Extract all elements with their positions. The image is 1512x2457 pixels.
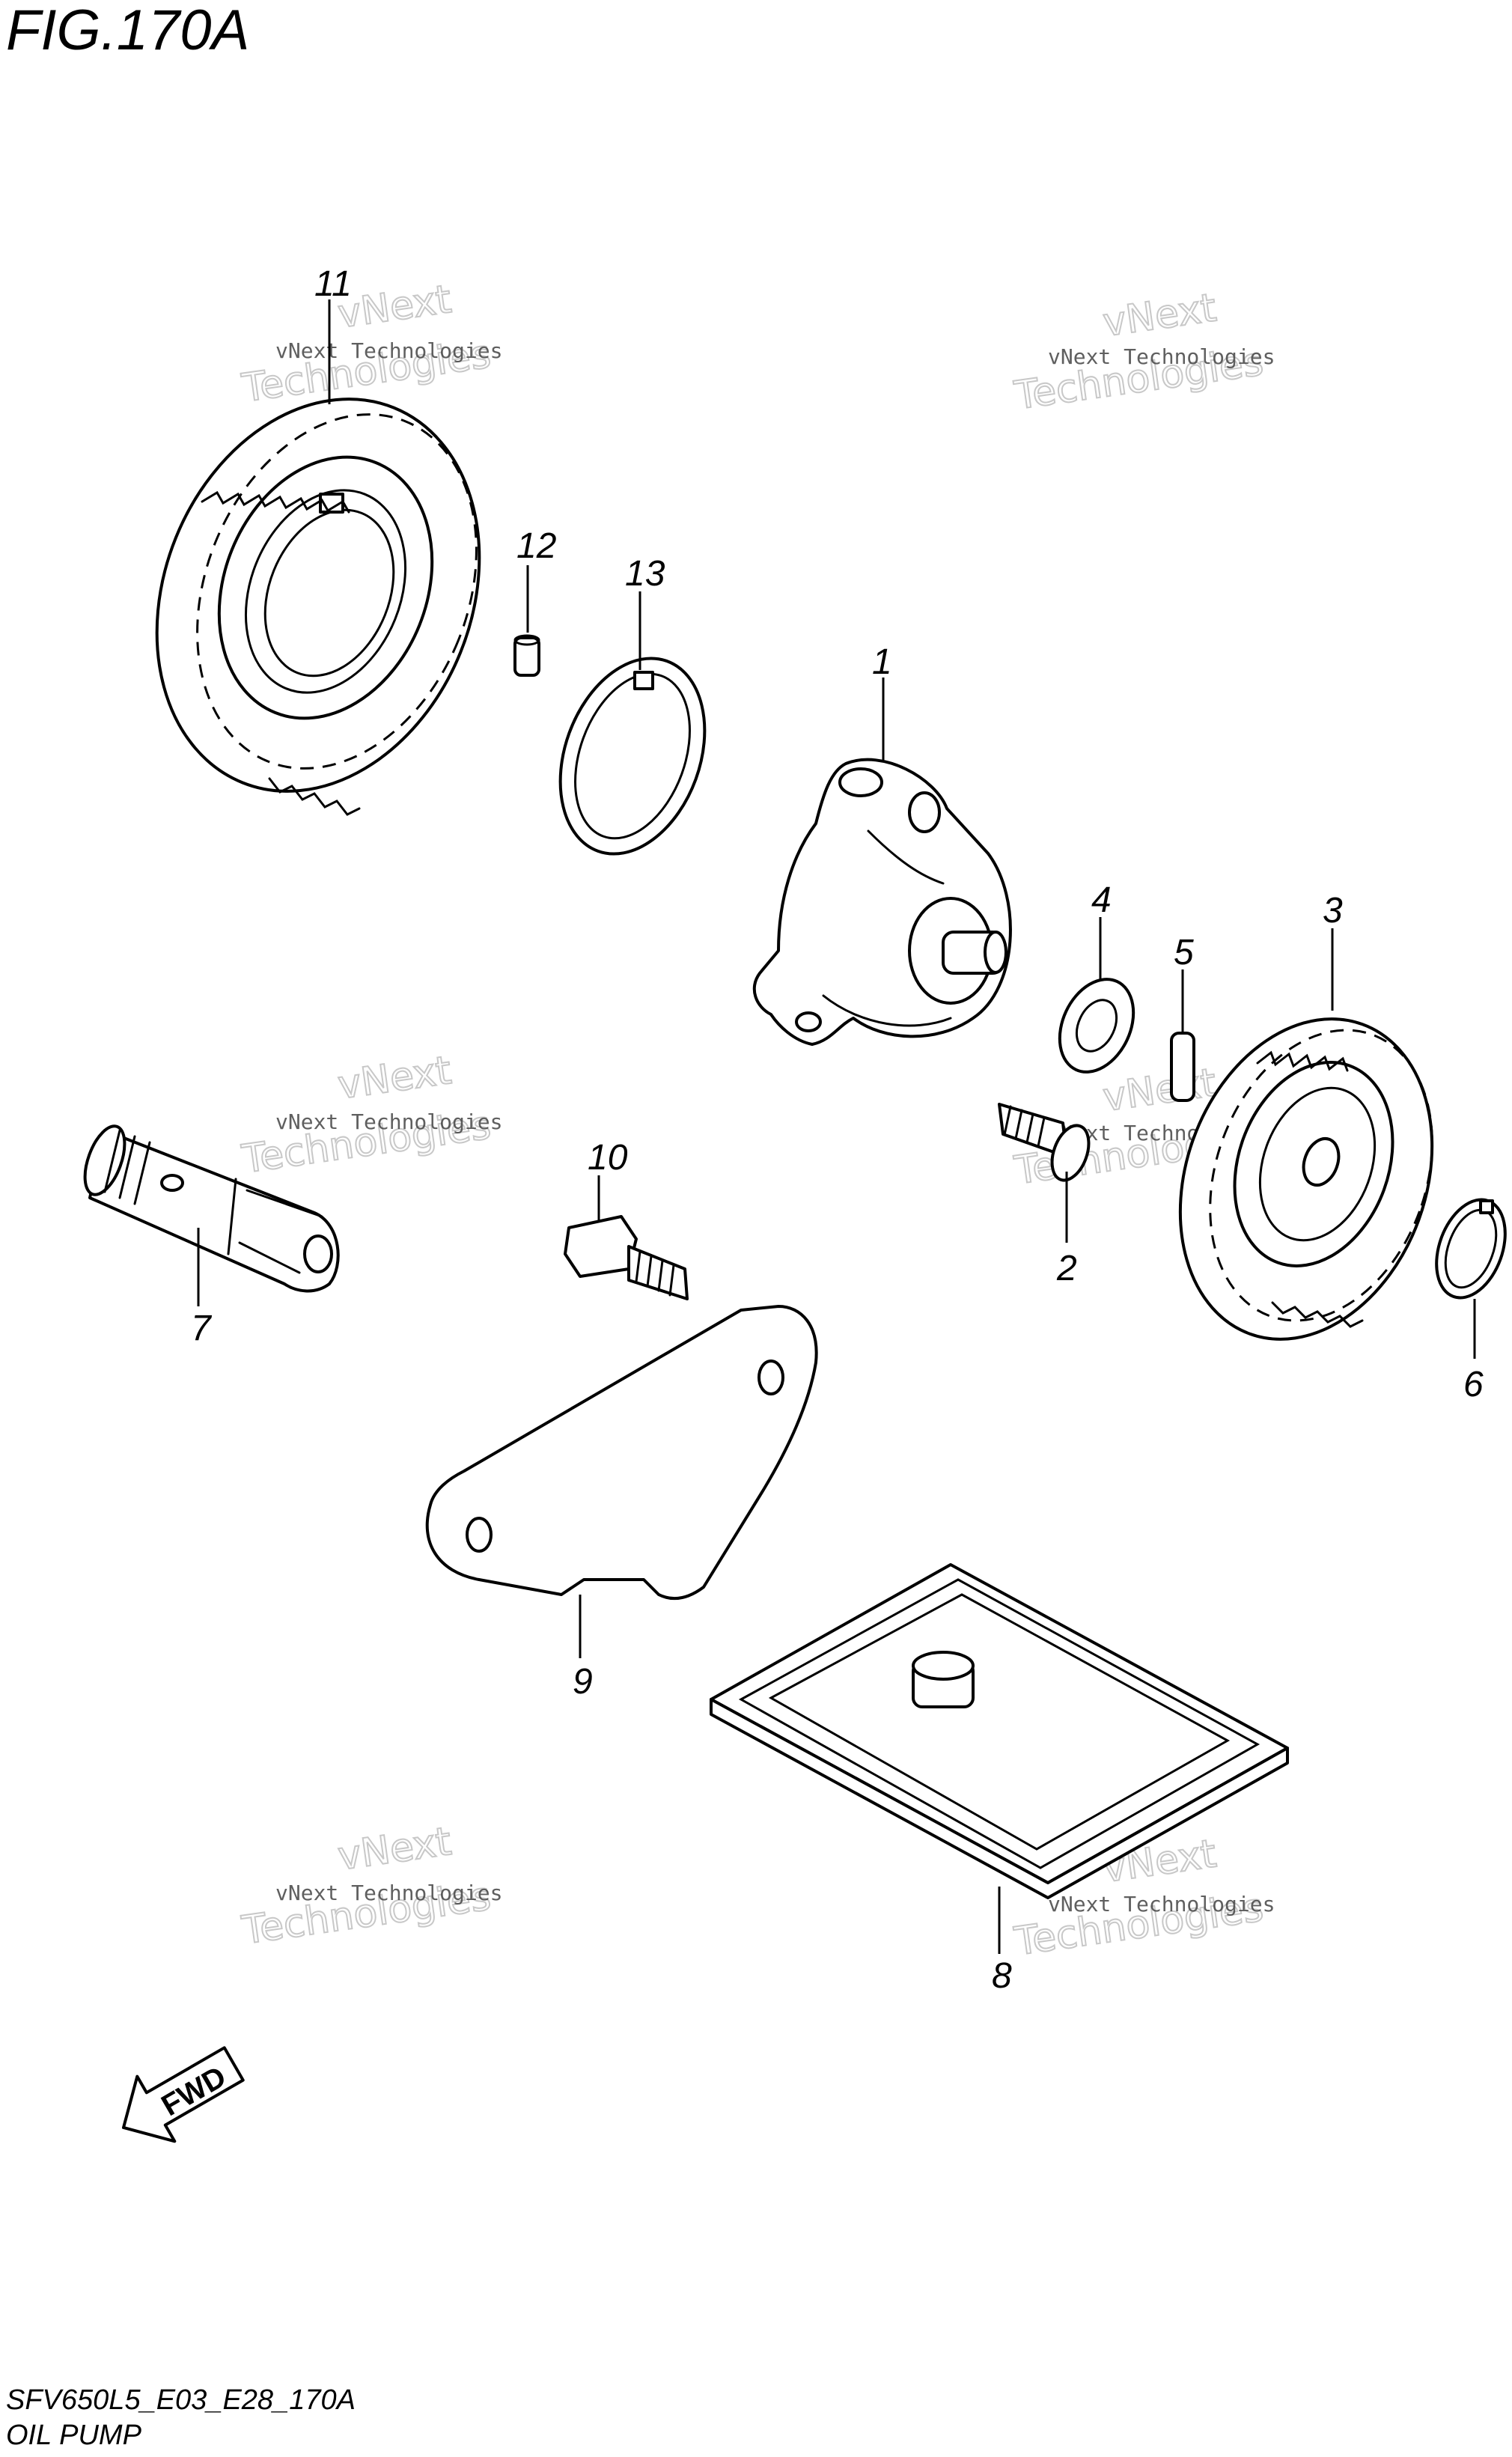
figure-title: FIG.170A: [6, 0, 249, 62]
watermark-text: vNext Technologies: [1048, 344, 1275, 369]
part-11-drive-gear[interactable]: [100, 350, 536, 840]
callout-11[interactable]: 11: [314, 264, 352, 304]
part-6-circlip[interactable]: [1424, 1190, 1512, 1308]
watermark-brand: vNext: [1100, 1060, 1219, 1121]
section-name: OIL PUMP: [6, 2420, 142, 2451]
callout-6[interactable]: 6: [1463, 1365, 1484, 1404]
part-3-driven-gear[interactable]: [1137, 984, 1475, 1375]
model-code: SFV650L5_E03_E28_170A: [6, 2384, 356, 2416]
part-13-circlip[interactable]: [534, 638, 730, 874]
callout-1[interactable]: 1: [872, 642, 892, 682]
callout-2[interactable]: 2: [1056, 1249, 1077, 1288]
leader-lines: [197, 299, 1476, 1954]
part-10-bolt[interactable]: [564, 1215, 689, 1300]
part-1-oil-pump[interactable]: [752, 758, 1012, 1046]
callout-13[interactable]: 13: [625, 554, 665, 594]
callout-12[interactable]: 12: [516, 526, 556, 566]
part-8-strainer[interactable]: [710, 1563, 1289, 1899]
part-7-shaft[interactable]: [77, 1121, 340, 1293]
callout-5[interactable]: 5: [1174, 933, 1194, 972]
callout-8[interactable]: 8: [992, 1956, 1012, 1996]
part-2-screw[interactable]: [998, 1103, 1096, 1185]
part-9-plate[interactable]: [425, 1305, 818, 1601]
callout-10[interactable]: 10: [588, 1138, 628, 1178]
callout-9[interactable]: 9: [573, 1662, 593, 1702]
watermark-brand: vNext: [335, 1048, 454, 1109]
fwd-arrow-icon: FWD: [122, 2046, 245, 2143]
watermark-text: vNext Technologies: [275, 1881, 502, 1905]
watermark-brand: vNext: [1100, 285, 1219, 346]
watermark-text: vNext Technologies: [275, 1109, 502, 1134]
callout-labels: 11 12 13 1 4 5 3 2 6 7 10 9 8: [191, 264, 1484, 1996]
watermark-text: vNext Technologies: [275, 338, 502, 363]
callout-4[interactable]: 4: [1091, 880, 1112, 920]
part-5-dowel-pin[interactable]: [1170, 1032, 1195, 1102]
watermark-text: vNext Technologies: [1048, 1892, 1275, 1916]
watermark-brand: vNext: [335, 277, 454, 338]
watermark-brand: vNext: [335, 1819, 454, 1880]
callout-3[interactable]: 3: [1323, 891, 1343, 931]
part-12-pin[interactable]: [513, 634, 540, 677]
part-4-washer[interactable]: [1046, 967, 1148, 1084]
callout-7[interactable]: 7: [191, 1309, 213, 1348]
